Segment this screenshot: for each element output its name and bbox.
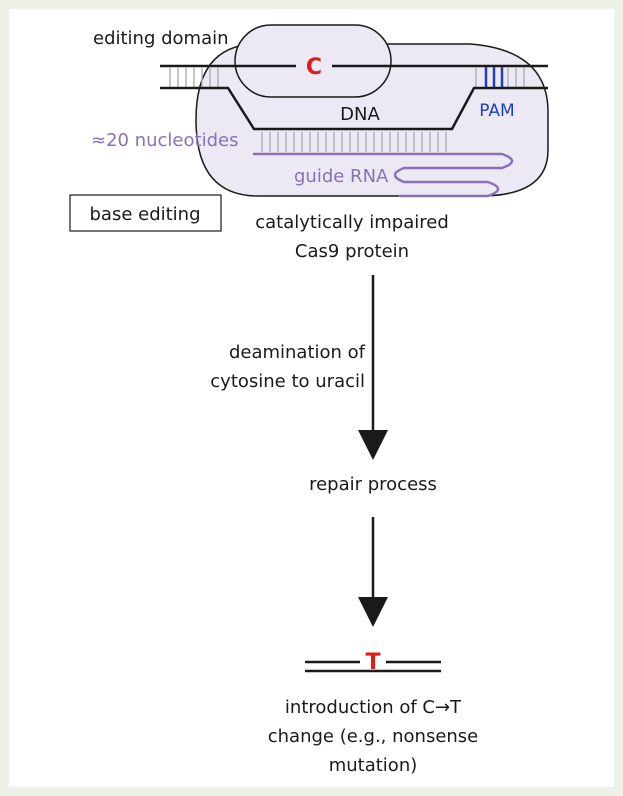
dna-label: DNA	[340, 104, 380, 125]
step-deamination-line2: cytosine to uracil	[210, 371, 365, 392]
result-base-t: T	[365, 650, 380, 675]
dna-base-pairs-right	[475, 67, 525, 87]
dna-base-pairs-left	[169, 67, 219, 87]
pam-label: PAM	[479, 101, 514, 121]
guide-rna-base-pairs	[261, 132, 447, 152]
guide-rna-strand	[252, 152, 514, 198]
base-editing-box	[69, 194, 222, 232]
pam-base-pairs	[484, 67, 504, 87]
protein-label-line2: Cas9 protein	[295, 241, 409, 262]
editing-domain-label: editing domain	[93, 28, 229, 49]
step-repair-label: repair process	[309, 474, 437, 495]
result-line2: change (e.g., nonsense	[268, 726, 479, 747]
guide-rna-label: guide RNA	[294, 166, 389, 187]
result-line3: mutation)	[329, 755, 418, 776]
result-line1: introduction of C→T	[285, 697, 462, 718]
base-editing-label: base editing	[89, 204, 200, 225]
step-deamination-line1: deamination of	[229, 342, 366, 363]
editing-domain-shape	[234, 24, 392, 98]
nucleotides-label: ≈20 nucleotides	[91, 130, 238, 151]
dna-bottom-strand	[160, 86, 548, 131]
protein-label-line1: catalytically impaired	[255, 212, 449, 233]
target-base-c: C	[306, 55, 322, 80]
